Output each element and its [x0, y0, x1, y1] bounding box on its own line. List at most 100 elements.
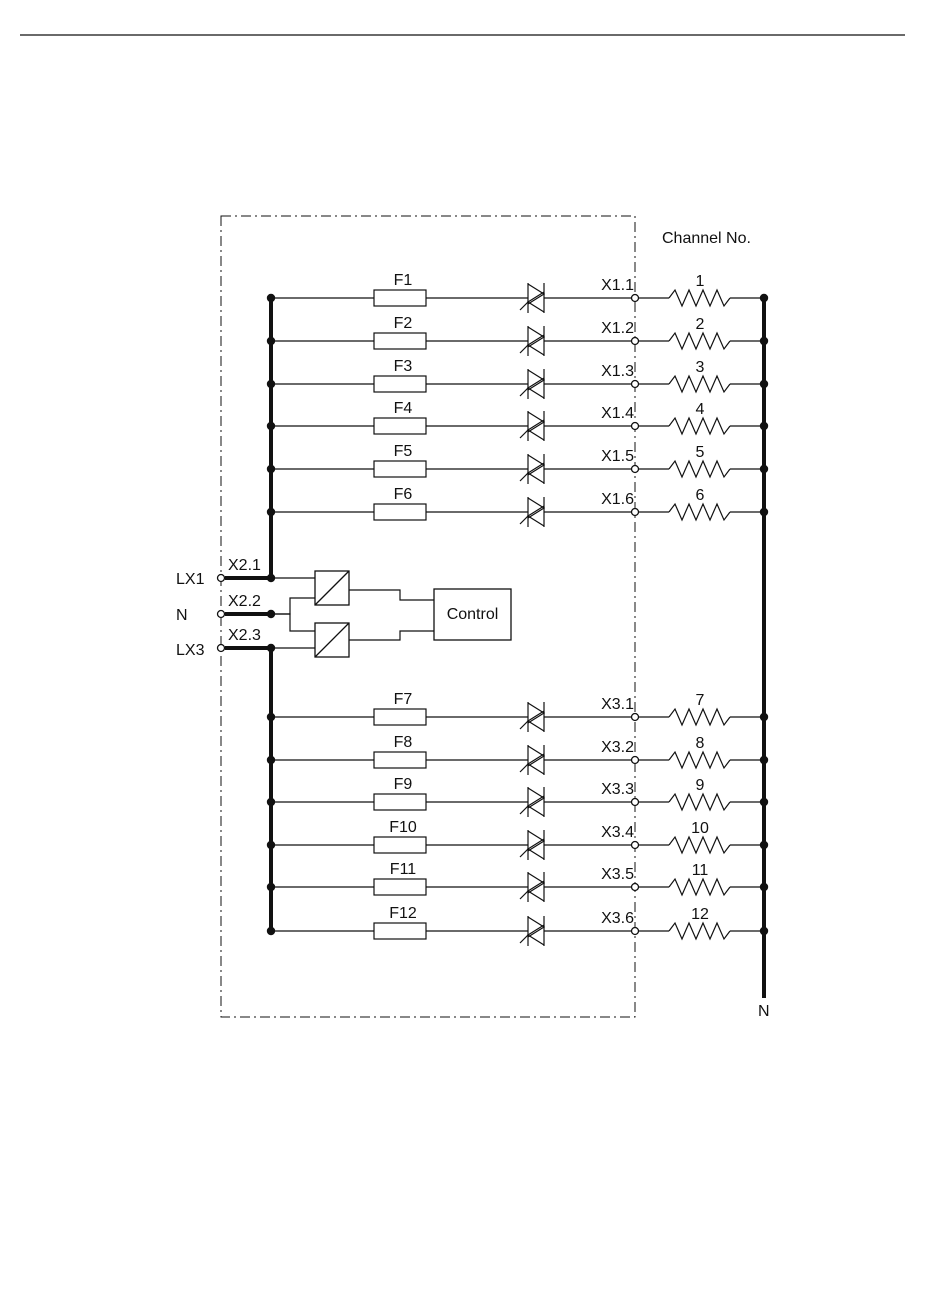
heater-resistor	[669, 709, 730, 725]
fuse	[374, 376, 426, 392]
neutral-junction-dot	[760, 380, 768, 388]
channel-number-label: 4	[696, 401, 705, 418]
heater-resistor	[669, 376, 730, 392]
output-terminal	[632, 714, 639, 721]
terminal-label: X1.4	[601, 405, 634, 422]
output-terminal	[632, 381, 639, 388]
heater-resistor	[669, 752, 730, 768]
channel-number-label: 1	[696, 273, 705, 290]
fuse-label: F10	[389, 819, 417, 836]
fuse	[374, 923, 426, 939]
x2-3-label: X2.3	[228, 627, 261, 644]
channel-row: F10 X3.4 10	[267, 819, 768, 860]
fuse-label: F6	[394, 486, 413, 503]
output-terminal	[632, 884, 639, 891]
output-terminal	[632, 757, 639, 764]
heater-resistor	[669, 418, 730, 434]
x2-2-label: X2.2	[228, 593, 261, 610]
neutral-junction-dot	[760, 927, 768, 935]
fuse-label: F7	[394, 691, 413, 708]
control-section: Control	[271, 571, 511, 657]
n-terminal	[218, 611, 225, 618]
channel-row: F4 X1.4 4	[267, 400, 768, 441]
thyristor-gate	[520, 806, 528, 814]
wire-upper-converter-to-control	[349, 590, 434, 600]
bus-junction-dot	[267, 883, 275, 891]
terminal-label: X3.1	[601, 696, 634, 713]
fuse	[374, 461, 426, 477]
neutral-bus-label: N	[758, 1003, 770, 1020]
output-terminal	[632, 338, 639, 345]
bus-junction-dot	[267, 380, 275, 388]
neutral-junction-dot	[760, 422, 768, 430]
fuse	[374, 333, 426, 349]
bus-junction-dot	[267, 927, 275, 935]
terminal-label: X1.1	[601, 277, 634, 294]
heater-resistor	[669, 879, 730, 895]
bus-junction-dot	[267, 465, 275, 473]
channel-number-label: 9	[696, 777, 705, 794]
channel-row: F9 X3.3 9	[267, 776, 768, 817]
fuse	[374, 504, 426, 520]
thyristor-gate	[520, 891, 528, 899]
fuse-label: F8	[394, 734, 413, 751]
fuse-label: F4	[394, 400, 413, 417]
thyristor-gate	[520, 430, 528, 438]
channel-header: Channel No.	[662, 230, 751, 247]
channel-number-label: 10	[691, 820, 709, 837]
bus-junction-dot	[267, 508, 275, 516]
wire-n-to-lower-converter	[271, 614, 315, 631]
bus-junction-dot	[267, 841, 275, 849]
fuse	[374, 418, 426, 434]
channel-number-label: 11	[692, 862, 709, 879]
terminal-label: X3.5	[601, 866, 634, 883]
terminal-label: X3.6	[601, 910, 634, 927]
fuse	[374, 290, 426, 306]
thyristor-gate	[520, 516, 528, 524]
thyristor-gate	[520, 302, 528, 310]
bus-junction-dot	[267, 798, 275, 806]
output-terminal	[632, 295, 639, 302]
fuse-label: F12	[389, 905, 417, 922]
neutral-junction-dot	[760, 508, 768, 516]
channel-number-label: 2	[696, 316, 705, 333]
fuse-label: F2	[394, 315, 413, 332]
heater-resistor	[669, 290, 730, 306]
thyristor-gate	[520, 764, 528, 772]
fuse	[374, 709, 426, 725]
fuse	[374, 879, 426, 895]
terminal-label: X3.4	[601, 824, 634, 841]
output-terminal	[632, 842, 639, 849]
channel-number-label: 5	[696, 444, 705, 461]
terminal-label: X1.3	[601, 363, 634, 380]
thyristor-gate	[520, 388, 528, 396]
heater-resistor	[669, 923, 730, 939]
output-terminal	[632, 466, 639, 473]
supply-inputs: LX1 X2.1 N X2.2 LX3 X2.3	[176, 557, 275, 659]
terminal-label: X1.5	[601, 448, 634, 465]
neutral-junction-dot	[760, 465, 768, 473]
fuse	[374, 752, 426, 768]
terminal-label: X3.3	[601, 781, 634, 798]
thyristor-gate	[520, 935, 528, 943]
bus-junction-dot	[267, 294, 275, 302]
channel-row: F1 X1.1 1	[267, 272, 768, 313]
bus-junction-dot	[267, 337, 275, 345]
fuse	[374, 837, 426, 853]
thyristor-gate	[520, 473, 528, 481]
terminal-label: X1.2	[601, 320, 634, 337]
fuse-label: F3	[394, 358, 413, 375]
heater-resistor	[669, 504, 730, 520]
terminal-label: X1.6	[601, 491, 634, 508]
heater-resistor	[669, 461, 730, 477]
channel-row: F7X3.17	[267, 691, 768, 732]
fuse-label: F11	[390, 861, 416, 878]
fuse-label: F1	[394, 272, 413, 289]
bus-junction-dot	[267, 713, 275, 721]
fuse-label: F9	[394, 776, 413, 793]
